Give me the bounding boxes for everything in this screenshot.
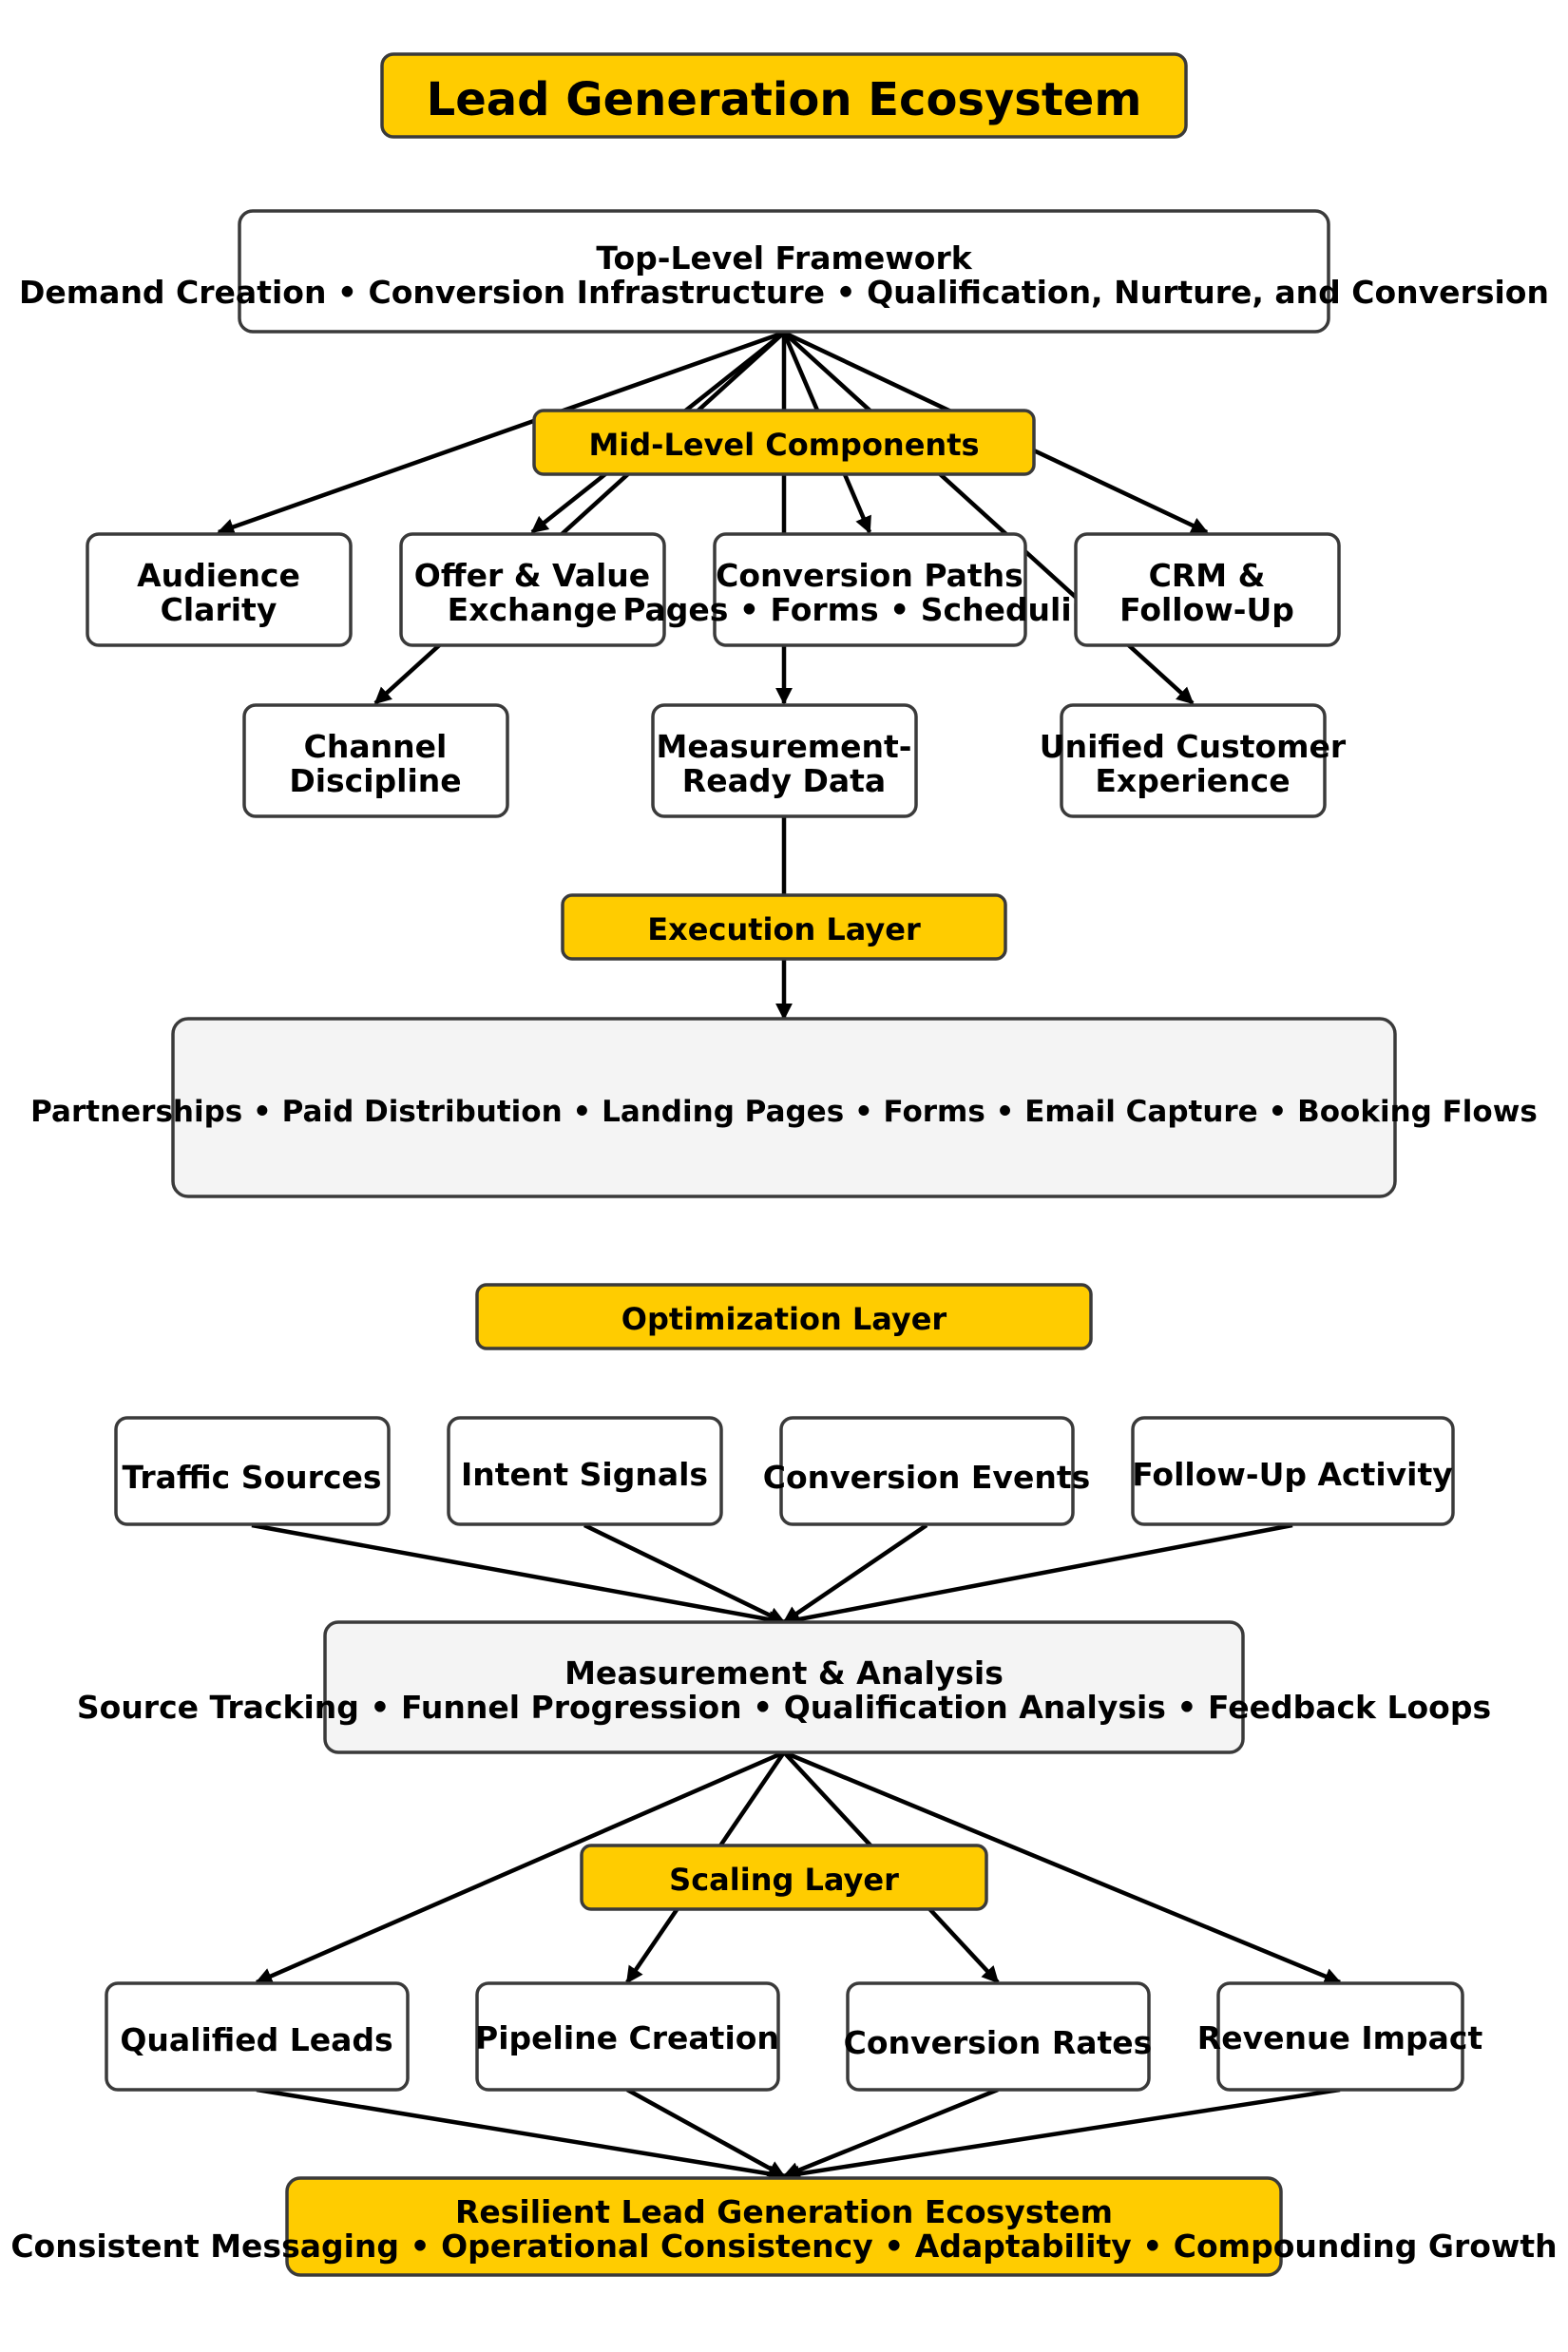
- component-line-2: Experience: [1095, 762, 1290, 799]
- component-box: [399, 532, 666, 647]
- edge-qualified-leads-ecosystem: [256, 2087, 786, 2183]
- title-box: [380, 52, 1188, 139]
- execution-label-text: Execution Layer: [647, 911, 921, 947]
- component-line-1: Audience: [137, 557, 300, 594]
- title-text: Lead Generation Ecosystem: [427, 73, 1142, 126]
- ecosystem-title: Resilient Lead Generation Ecosystem: [455, 2193, 1113, 2230]
- scaling-label: Scaling Layer: [580, 1844, 988, 1911]
- outcome-label: Revenue Impact: [1197, 2019, 1483, 2056]
- component-line-1: Conversion Paths: [716, 557, 1023, 594]
- mid-level-label-box: [532, 409, 1036, 476]
- signal-box: [779, 1416, 1075, 1526]
- outcome-box: [846, 1981, 1151, 2092]
- outcome-label: Pipeline Creation: [475, 2019, 779, 2056]
- outcome-pipeline-creation: Pipeline Creation: [475, 1981, 780, 2092]
- edge-framework-channel-discipline: [373, 331, 786, 705]
- outcome-qualified-leads: Qualified Leads: [105, 1981, 410, 2092]
- signal-label: Traffic Sources: [122, 1459, 381, 1496]
- edge-analysis-qualified-leads: [255, 1750, 785, 1985]
- analysis-node: Measurement & Analysis Source Tracking •…: [77, 1620, 1491, 1754]
- mid-level-label: Mid-Level Components: [532, 409, 1036, 476]
- optimization-label-text: Optimization Layer: [621, 1301, 947, 1337]
- signal-box: [114, 1416, 391, 1526]
- component-line-2: Follow-Up: [1119, 591, 1294, 628]
- component-box: [651, 703, 918, 818]
- edge-framework-audience-clarity: [217, 330, 785, 536]
- component-line-1: Unified Customer: [1040, 728, 1347, 765]
- ecosystem-subtitle: Consistent Messaging • Operational Consi…: [10, 2228, 1557, 2265]
- component-line-2: Discipline: [289, 762, 461, 799]
- component-unified-customer-experience: Unified Customer Experience: [1040, 703, 1347, 818]
- component-line-1: Measurement-: [656, 728, 911, 765]
- component-box: [86, 532, 353, 647]
- edge-framework-unified-customer-experience: [782, 331, 1195, 705]
- outcome-box: [105, 1981, 410, 2092]
- outcome-box: [1216, 1981, 1464, 2092]
- signal-intent-signals: Intent Signals: [447, 1416, 723, 1526]
- edge-pipeline-creation-ecosystem: [625, 2088, 786, 2178]
- edge-analysis-revenue-impact: [783, 1750, 1342, 1985]
- execution-label: Execution Layer: [561, 893, 1007, 961]
- signal-label: Conversion Events: [763, 1459, 1091, 1496]
- scaling-label-box: [580, 1844, 988, 1911]
- component-line-2: Ready Data: [682, 762, 886, 799]
- edge-revenue-impact-ecosystem: [782, 2087, 1341, 2183]
- component-line-2: Exchange: [448, 591, 618, 628]
- component-line-2: Pages • Forms • Scheduling: [622, 591, 1117, 628]
- component-offer-value-exchange: Offer & Value Exchange: [399, 532, 666, 647]
- edge-traffic-sources-analysis: [251, 1522, 786, 1628]
- outcome-conversion-rates: Conversion Rates: [844, 1981, 1153, 2092]
- scaling-label-text: Scaling Layer: [669, 1862, 899, 1898]
- execution-panel: Partnerships • Paid Distribution • Landi…: [30, 1017, 1538, 1198]
- component-crm-follow-up: CRM & Follow-Up: [1074, 532, 1341, 647]
- signal-conversion-events: Conversion Events: [763, 1416, 1091, 1526]
- component-line-1: Channel: [304, 728, 448, 765]
- signal-box: [1131, 1416, 1455, 1526]
- analysis-subtitle: Source Tracking • Funnel Progression • Q…: [77, 1689, 1491, 1726]
- component-line-1: CRM &: [1149, 557, 1266, 594]
- optimization-label-box: [475, 1283, 1093, 1350]
- signal-traffic-sources: Traffic Sources: [114, 1416, 391, 1526]
- framework-node: Top-Level Framework Demand Creation • Co…: [19, 209, 1549, 334]
- signal-label: Follow-Up Activity: [1132, 1456, 1453, 1493]
- component-conversion-paths: Conversion Paths Pages • Forms • Schedul…: [622, 532, 1117, 647]
- component-line-1: Offer & Value: [414, 557, 650, 594]
- signal-follow-up-activity: Follow-Up Activity: [1131, 1416, 1455, 1526]
- outcome-label: Conversion Rates: [844, 2024, 1153, 2061]
- component-box: [242, 703, 509, 818]
- outcome-box: [475, 1981, 780, 2092]
- framework-subtitle: Demand Creation • Conversion Infrastruct…: [19, 274, 1549, 311]
- outcome-revenue-impact: Revenue Impact: [1197, 1981, 1483, 2092]
- ecosystem-node: Resilient Lead Generation Ecosystem Cons…: [10, 2176, 1558, 2277]
- edge-follow-up-activity-analysis: [782, 1522, 1293, 1628]
- analysis-box: [323, 1620, 1245, 1754]
- component-audience-clarity: Audience Clarity: [86, 532, 353, 647]
- execution-panel-box: [171, 1017, 1397, 1198]
- execution-items: Partnerships • Paid Distribution • Landi…: [30, 1095, 1538, 1129]
- outcome-label: Qualified Leads: [120, 2021, 392, 2058]
- component-measurement-ready-data: Measurement- Ready Data: [651, 703, 918, 818]
- edge-intent-signals-analysis: [583, 1522, 786, 1625]
- component-box: [1074, 532, 1341, 647]
- mid-level-label-text: Mid-Level Components: [588, 427, 979, 463]
- component-channel-discipline: Channel Discipline: [242, 703, 509, 818]
- ecosystem-box: [285, 2176, 1283, 2277]
- edge-conversion-events-analysis: [782, 1523, 928, 1624]
- execution-label-box: [561, 893, 1007, 961]
- edge-conversion-rates-ecosystem: [782, 2087, 999, 2179]
- component-line-2: Clarity: [161, 591, 277, 628]
- component-box: [713, 532, 1027, 647]
- signal-box: [447, 1416, 723, 1526]
- optimization-label: Optimization Layer: [475, 1283, 1093, 1350]
- framework-title: Top-Level Framework: [596, 239, 972, 277]
- analysis-title: Measurement & Analysis: [564, 1654, 1004, 1692]
- signal-label: Intent Signals: [461, 1456, 708, 1493]
- diagram-title: Lead Generation Ecosystem: [380, 52, 1188, 139]
- component-box: [1060, 703, 1327, 818]
- framework-box: [238, 209, 1330, 334]
